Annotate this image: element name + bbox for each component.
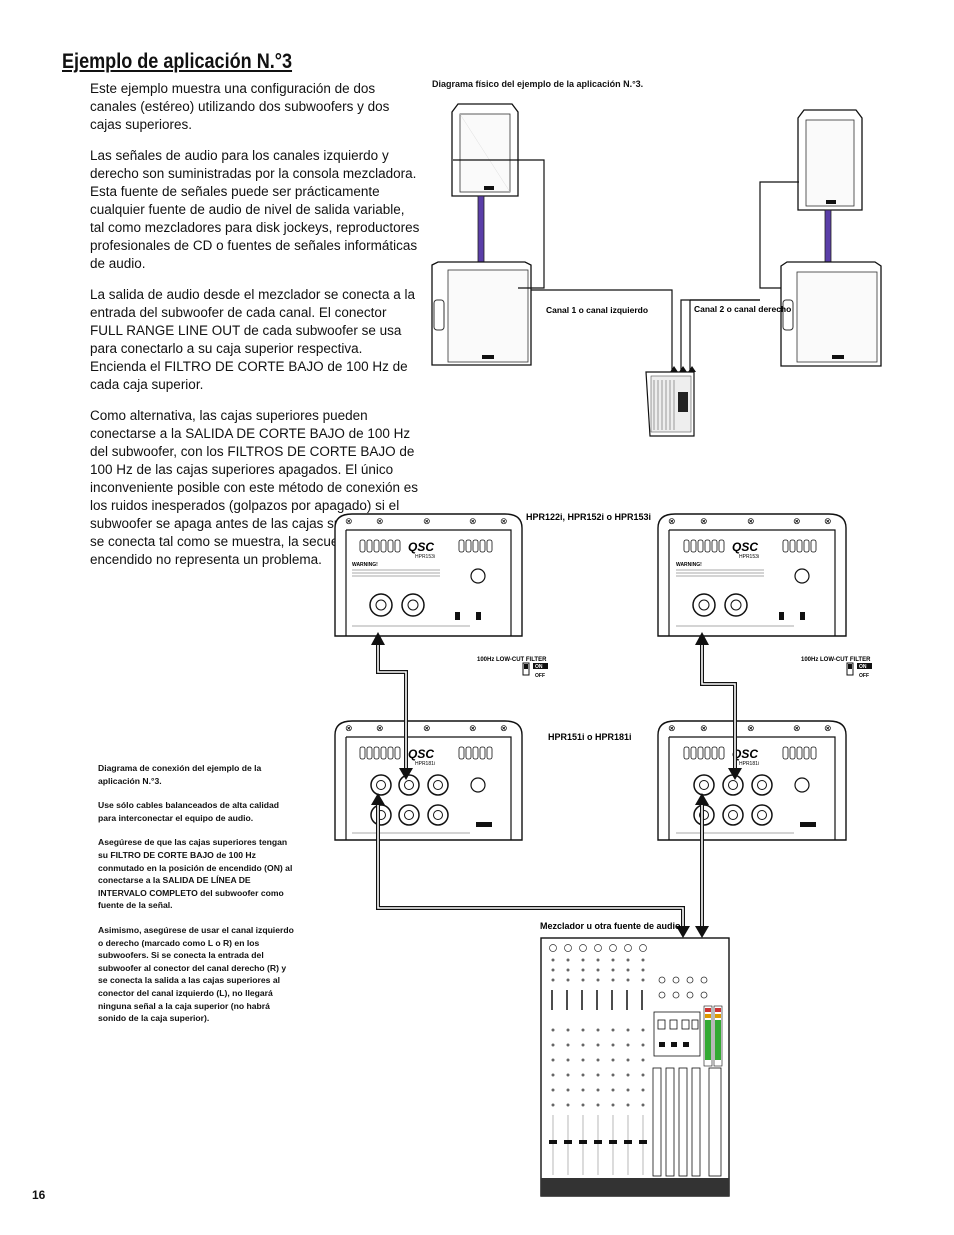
sub-panel-left: ⊗ ⊗ ⊗ ⊗ ⊗ QSC HPR181i xyxy=(334,720,523,841)
svg-text:⊗: ⊗ xyxy=(500,516,508,526)
svg-text:⊗: ⊗ xyxy=(824,723,832,733)
top-model-label: HPR122i, HPR152i o HPR153i xyxy=(526,512,651,522)
svg-text:⊗: ⊗ xyxy=(824,516,832,526)
filter-off-label: OFF xyxy=(859,673,869,679)
panel-warning: WARNING! xyxy=(352,562,378,568)
right-channel-label: Canal 2 o canal derecho xyxy=(694,304,791,314)
svg-text:⊗: ⊗ xyxy=(376,516,384,526)
brand-logo: QSC xyxy=(732,747,758,761)
svg-text:⊗: ⊗ xyxy=(668,723,676,733)
panel-model: HPR153i xyxy=(415,554,435,560)
top-panel-right: ⊗ ⊗ ⊗ ⊗ ⊗ QSC HPR153i WARNING! xyxy=(657,513,847,637)
note-paragraph: Diagrama de conexión del ejemplo de la a… xyxy=(98,763,262,786)
svg-text:⊗: ⊗ xyxy=(469,723,477,733)
right-subwoofer xyxy=(780,261,882,367)
body-paragraph: La salida de audio desde el mezclador se… xyxy=(90,287,415,392)
page-title: Ejemplo de aplicación N.°3 xyxy=(62,50,293,73)
left-pole xyxy=(477,195,485,265)
filter-label: 100Hz LOW-CUT FILTER xyxy=(477,657,547,663)
sub-panel-right: ⊗ ⊗ ⊗ ⊗ ⊗ QSC HPR181i xyxy=(657,720,847,841)
left-channel-label: Canal 1 o canal izquierdo xyxy=(546,305,648,315)
small-mixer xyxy=(645,366,696,437)
svg-text:⊗: ⊗ xyxy=(376,723,384,733)
brand-logo: QSC xyxy=(732,540,758,554)
physical-cables xyxy=(453,159,799,372)
filter-on-label: ON xyxy=(859,664,867,670)
svg-text:⊗: ⊗ xyxy=(500,723,508,733)
filter-switch-left: 100Hz LOW-CUT FILTER ON OFF xyxy=(477,657,548,679)
svg-text:⊗: ⊗ xyxy=(793,723,801,733)
panel-warning: WARNING! xyxy=(676,562,702,568)
mixer-label: Mezclador u otra fuente de audio xyxy=(540,921,681,931)
note-paragraph: Asegúrese de que las cajas superiores te… xyxy=(98,837,293,911)
connection-notes: Diagrama de conexión del ejemplo de la a… xyxy=(98,762,298,1037)
page-number: 16 xyxy=(32,1188,46,1202)
right-top-speaker xyxy=(797,109,863,211)
svg-text:⊗: ⊗ xyxy=(700,516,708,526)
sub-model-label: HPR151i o HPR181i xyxy=(548,732,632,742)
left-top-speaker xyxy=(451,103,519,197)
filter-label: 100Hz LOW-CUT FILTER xyxy=(801,657,871,663)
svg-text:⊗: ⊗ xyxy=(423,723,431,733)
filter-on-label: ON xyxy=(535,664,543,670)
panel-model: HPR153i xyxy=(739,554,759,560)
svg-text:⊗: ⊗ xyxy=(469,516,477,526)
svg-text:⊗: ⊗ xyxy=(700,723,708,733)
panel-model: HPR181i xyxy=(415,761,435,767)
svg-text:⊗: ⊗ xyxy=(423,516,431,526)
top-panel-left: ⊗ ⊗ ⊗ ⊗ ⊗ QSC HPR153i WARNING! xyxy=(334,513,523,637)
body-text: Este ejemplo muestra una configuración d… xyxy=(90,80,420,582)
svg-text:⊗: ⊗ xyxy=(345,516,353,526)
body-paragraph: Como alternativa, las cajas superiores p… xyxy=(90,408,418,567)
svg-text:⊗: ⊗ xyxy=(747,516,755,526)
brand-logo: QSC xyxy=(408,540,434,554)
left-subwoofer xyxy=(431,261,532,366)
body-paragraph: Este ejemplo muestra una configuración d… xyxy=(90,81,390,132)
panel-model: HPR181i xyxy=(739,761,759,767)
svg-text:⊗: ⊗ xyxy=(345,723,353,733)
body-paragraph: Las señales de audio para los canales iz… xyxy=(90,148,420,271)
svg-text:⊗: ⊗ xyxy=(793,516,801,526)
svg-text:⊗: ⊗ xyxy=(747,723,755,733)
filter-off-label: OFF xyxy=(535,673,545,679)
physical-diagram-caption: Diagrama físico del ejemplo de la aplica… xyxy=(432,79,644,89)
brand-logo: QSC xyxy=(408,747,434,761)
right-pole xyxy=(824,209,832,267)
large-mixer xyxy=(540,937,730,1197)
filter-switch-right: 100Hz LOW-CUT FILTER ON OFF xyxy=(801,657,872,679)
svg-text:⊗: ⊗ xyxy=(668,516,676,526)
note-paragraph: Asimismo, asegúrese de usar el canal izq… xyxy=(98,924,294,1024)
connection-cables xyxy=(371,632,742,938)
note-paragraph: Use sólo cables balanceados de alta cali… xyxy=(98,800,280,823)
